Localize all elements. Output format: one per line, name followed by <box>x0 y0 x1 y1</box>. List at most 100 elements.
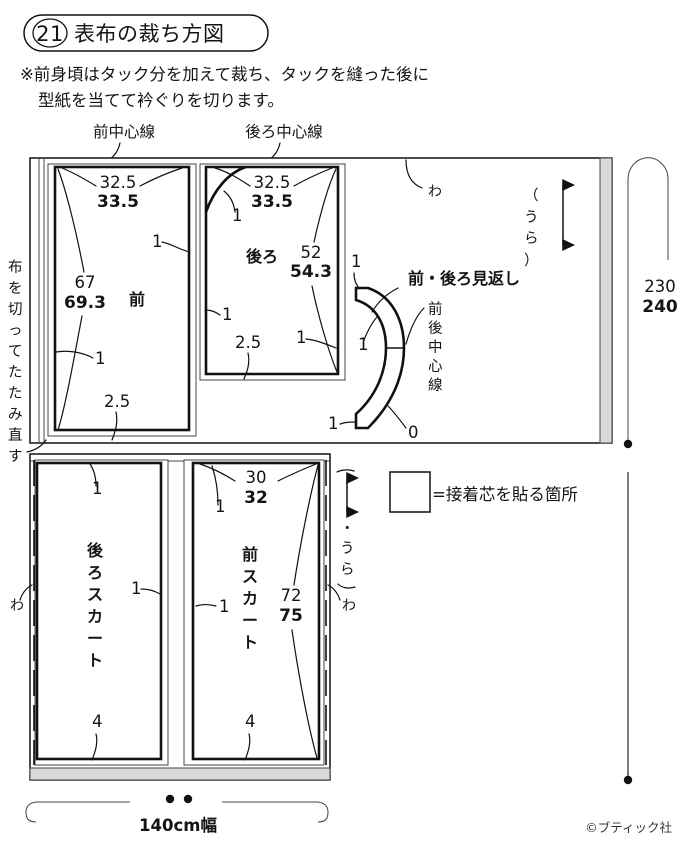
back-bodice-finish-outline <box>204 165 340 376</box>
back-skirt-finish-outline <box>35 461 163 761</box>
back-skirt-seam-top: 1 <box>92 479 103 498</box>
grain-label-lower-p2: う <box>340 541 355 557</box>
left-vertical-char-1: 布 <box>8 259 23 276</box>
grain-label-upper-p2: う <box>524 210 539 226</box>
front-bodice-length-leader-up <box>57 168 85 273</box>
front-skirt-length-small: 72 <box>281 586 302 605</box>
legend-text: =接着芯を貼る箇所 <box>432 485 578 504</box>
front-skirt-seam-top: 1 <box>215 497 226 516</box>
note-line-1: ※前身頃はタック分を加えて裁ち、タックを縫った後に <box>20 65 429 84</box>
facing-seam-bottom-leader <box>387 405 407 429</box>
front-bodice-finish-outline <box>53 165 191 432</box>
legend: =接着芯を貼る箇所 <box>389 471 578 513</box>
front-bodice-width-leader-left <box>61 167 97 187</box>
front-bodice-seam-hem-leader <box>111 411 118 441</box>
facing-center-line-char-2: 後 <box>428 320 443 337</box>
facing-seam-inner-leader <box>363 315 379 341</box>
facing-shape <box>354 286 406 430</box>
front-skirt-name-c1: 前 <box>242 545 258 564</box>
front-skirt-name-c4: ー <box>242 611 258 630</box>
facing-seam-top-leader <box>353 272 361 290</box>
back-skirt-name-c2: ろ <box>87 563 103 582</box>
facing-seam-side: 1 <box>328 414 339 433</box>
note-line-2: 型紙を当てて衿ぐりを切ります。 <box>38 91 284 110</box>
left-vertical-label-leader <box>26 439 47 453</box>
back-skirt-fold-leader <box>19 584 33 601</box>
badge-number-ring <box>32 18 68 48</box>
facing-center-line-char-3: 中 <box>428 339 443 356</box>
back-skirt-seam-hem: 4 <box>92 712 103 731</box>
piece-back-skirt: 後 ろ ス カ ー ト 1 1 4 わ <box>10 459 169 766</box>
back-bodice-width-leader-right <box>293 167 333 187</box>
facing-name-leader <box>371 287 399 313</box>
title-badge: 21 表布の裁ち方図 <box>23 14 269 52</box>
back-skirt-name-c3: ス <box>87 585 103 604</box>
piece-facing: 前・後ろ見返し 前 後 中 心 線 1 1 1 0 <box>328 252 520 442</box>
fabric-width-measure: 140cm幅 <box>25 794 329 835</box>
grain-label-upper-p3: ら <box>524 231 539 247</box>
page-title: 表布の裁ち方図 <box>74 22 225 46</box>
grain-label-lower-p1: ・ <box>340 521 355 537</box>
front-skirt-seam-side: 1 <box>219 597 230 616</box>
front-bodice-seam-shoulder-leader <box>55 350 94 359</box>
back-bodice-width-leader-left <box>214 167 251 187</box>
total-length-bracket-top <box>627 157 669 444</box>
left-vertical-char-6: た <box>8 364 23 381</box>
fabric-right-selvage-upper <box>599 157 613 444</box>
front-skirt-fold-mark: わ <box>342 598 356 614</box>
front-skirt-fold-leader <box>327 584 341 601</box>
facing-center-line-char-4: 心 <box>428 358 443 375</box>
left-vertical-char-7: た <box>8 385 23 402</box>
back-bodice-seam-neck-leader <box>223 190 236 213</box>
facing-center-line-char-1: 前 <box>428 301 443 318</box>
back-skirt-name-c5: ー <box>87 629 103 648</box>
back-bodice-seam-left-leader <box>204 309 221 316</box>
width-bracket-right <box>222 801 329 823</box>
back-skirt-fold-mark: わ <box>10 598 24 614</box>
facing-name: 前・後ろ見返し <box>408 269 520 288</box>
back-bodice-seam-left: 1 <box>222 305 233 324</box>
fold-mark-leader-top <box>405 159 423 189</box>
piece-front-bodice: 32.5 33.5 67 69.3 前 1 1 2.5 <box>47 163 197 441</box>
back-skirt-seam-side-leader <box>140 588 161 595</box>
back-bodice-length-leader-up <box>313 168 337 243</box>
back-bodice-seam-neck: 1 <box>232 206 243 225</box>
grain-indicator-upper: （ う ら ） <box>524 179 575 269</box>
front-skirt-length-leader-down <box>291 629 318 759</box>
legend-swatch <box>389 471 431 513</box>
front-skirt-seam-hem: 4 <box>245 712 256 731</box>
front-bodice-width-small: 32.5 <box>100 173 137 192</box>
facing-center-line-label-group: 前 後 中 心 線 <box>428 301 443 394</box>
back-bodice-length-large: 54.3 <box>290 262 332 282</box>
back-bodice-seam-right: 1 <box>296 328 307 347</box>
left-vertical-label-group: 布 を 切 っ て た た み 直 す <box>8 259 47 465</box>
facing-seam-bottom: 0 <box>408 423 419 442</box>
fold-mark-top: わ <box>428 184 442 200</box>
front-bodice-seam-side-leader <box>161 241 191 253</box>
back-bodice-seam-hem-leader <box>243 352 250 380</box>
front-bodice-length-small: 67 <box>75 273 96 292</box>
grain-label-lower-bracket-bottom <box>337 583 356 589</box>
back-bodice-seam-hem: 2.5 <box>235 333 261 352</box>
front-skirt-seam-hem-leader <box>244 733 251 761</box>
left-vertical-char-9: 直 <box>8 427 23 444</box>
front-skirt-seam-top-leader <box>211 465 219 506</box>
front-skirt-length-large: 75 <box>279 606 303 626</box>
back-skirt-seam-top-leader <box>89 463 97 487</box>
back-skirt-seam-hem-leader <box>91 733 98 761</box>
front-skirt-name-c2: ス <box>242 567 258 586</box>
front-skirt-length-leader-up <box>293 464 319 586</box>
back-bodice-width-large: 33.5 <box>251 192 293 212</box>
front-bodice-width-large: 33.5 <box>97 192 139 212</box>
grain-label-lower-bracket-top <box>336 469 355 473</box>
front-skirt-width-small: 30 <box>246 468 267 487</box>
back-bodice-seam-right-leader <box>305 338 337 349</box>
left-vertical-char-4: っ <box>8 323 23 339</box>
grain-label-upper-p1: （ <box>524 187 539 204</box>
width-bracket-left <box>25 801 130 823</box>
left-vertical-char-5: て <box>8 344 23 360</box>
facing-center-line-leader <box>405 307 425 345</box>
front-bodice-seam-shoulder: 1 <box>95 349 106 368</box>
